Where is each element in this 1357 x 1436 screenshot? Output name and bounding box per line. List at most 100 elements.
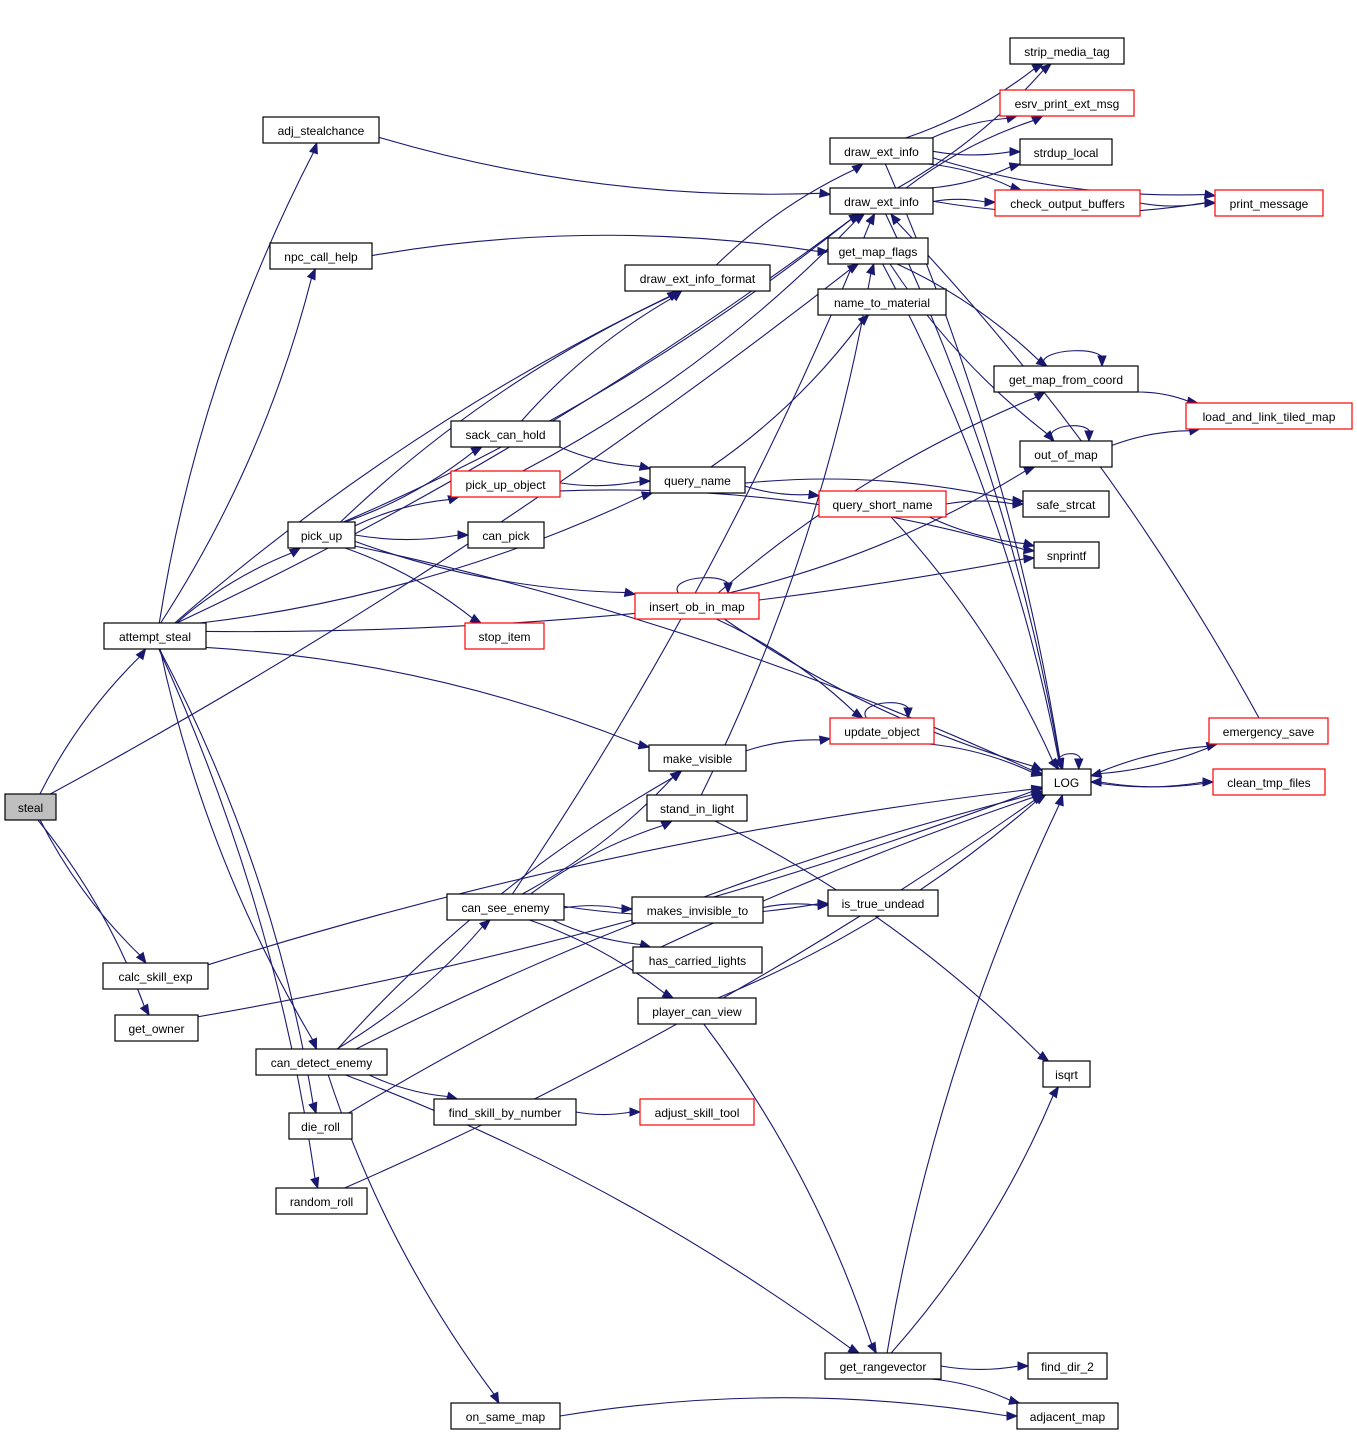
node-get-owner[interactable]: get_owner [114,1014,199,1042]
node-attempt-steal[interactable]: attempt_steal [103,622,207,650]
node-adj-stealchance[interactable]: adj_stealchance [262,116,380,144]
node-box[interactable] [275,1187,368,1215]
node-box[interactable] [639,1098,755,1126]
node-box[interactable] [818,490,947,518]
node-draw-ext-info-a[interactable]: draw_ext_info [829,137,934,165]
node-box[interactable] [649,466,746,494]
node-box[interactable] [255,1048,388,1076]
node-box[interactable] [450,470,561,498]
node-box[interactable] [4,793,57,821]
node-box[interactable] [288,1112,353,1140]
node-box[interactable] [1027,1352,1108,1380]
node-make-visible[interactable]: make_visible [648,744,747,772]
node-box[interactable] [827,237,929,265]
node-box[interactable] [103,622,207,650]
node-can-see-enemy[interactable]: can_see_enemy [446,893,565,921]
node-stop-item[interactable]: stop_item [464,622,545,650]
node-box[interactable] [637,997,757,1025]
node-calc-skill-exp[interactable]: calc_skill_exp [102,962,209,990]
node-box[interactable] [1208,717,1329,745]
node-box[interactable] [993,365,1139,393]
node-box[interactable] [632,946,763,974]
node-box[interactable] [634,592,760,620]
node-has-carried-lights[interactable]: has_carried_lights [632,946,763,974]
node-get-rangevector[interactable]: get_rangevector [824,1352,942,1380]
node-box[interactable] [114,1014,199,1042]
node-check-output-buffers[interactable]: check_output_buffers [994,189,1141,217]
node-box[interactable] [1212,768,1326,796]
node-query-name[interactable]: query_name [649,466,746,494]
node-can-pick[interactable]: can_pick [467,521,545,549]
node-print-message[interactable]: print_message [1214,189,1324,217]
node-box[interactable] [631,896,764,924]
node-box[interactable] [1019,138,1113,166]
node-get-map-from-coord[interactable]: get_map_from_coord [993,365,1139,393]
node-box[interactable] [624,264,771,292]
node-box[interactable] [446,893,565,921]
node-box[interactable] [1016,1402,1119,1430]
node-box[interactable] [1033,541,1100,569]
node-adjust-skill-tool[interactable]: adjust_skill_tool [639,1098,755,1126]
node-box[interactable] [824,1352,942,1380]
node-adjacent-map[interactable]: adjacent_map [1016,1402,1119,1430]
node-is-true-undead[interactable]: is_true_undead [827,889,939,917]
node-random-roll[interactable]: random_roll [275,1187,368,1215]
node-box[interactable] [1009,37,1125,65]
node-box[interactable] [829,187,934,215]
node-box[interactable] [269,242,373,270]
node-can-detect-enemy[interactable]: can_detect_enemy [255,1048,388,1076]
node-stand-in-light[interactable]: stand_in_light [646,794,748,822]
node-box[interactable] [1019,440,1113,468]
node-box[interactable] [450,1402,561,1430]
node-LOG[interactable]: LOG [1041,768,1092,796]
node-box[interactable] [1214,189,1324,217]
node-on-same-map[interactable]: on_same_map [450,1402,561,1430]
node-out-of-map[interactable]: out_of_map [1019,440,1113,468]
node-find-skill-by-number[interactable]: find_skill_by_number [433,1098,577,1126]
node-load-and-link-tiled-map[interactable]: load_and_link_tiled_map [1185,402,1353,430]
node-box[interactable] [433,1098,577,1126]
node-makes-invisible-to[interactable]: makes_invisible_to [631,896,764,924]
node-draw-ext-info-format[interactable]: draw_ext_info_format [624,264,771,292]
node-box[interactable] [1185,402,1353,430]
node-strip-media-tag[interactable]: strip_media_tag [1009,37,1125,65]
node-clean-tmp-files[interactable]: clean_tmp_files [1212,768,1326,796]
node-find-dir-2[interactable]: find_dir_2 [1027,1352,1108,1380]
node-box[interactable] [646,794,748,822]
node-sack-can-hold[interactable]: sack_can_hold [450,420,561,448]
node-esrv-print-ext-msg[interactable]: esrv_print_ext_msg [999,89,1135,117]
node-box[interactable] [1022,490,1110,518]
node-query-short-name[interactable]: query_short_name [818,490,947,518]
node-die-roll[interactable]: die_roll [288,1112,353,1140]
node-box[interactable] [994,189,1141,217]
node-npc-call-help[interactable]: npc_call_help [269,242,373,270]
node-emergency-save[interactable]: emergency_save [1208,717,1329,745]
node-box[interactable] [450,420,561,448]
node-pick-up[interactable]: pick_up [287,521,356,549]
node-draw-ext-info-b[interactable]: draw_ext_info [829,187,934,215]
node-box[interactable] [999,89,1135,117]
node-steal[interactable]: steal [4,793,57,821]
node-player-can-view[interactable]: player_can_view [637,997,757,1025]
node-box[interactable] [287,521,356,549]
node-box[interactable] [1041,768,1092,796]
node-box[interactable] [829,717,935,745]
node-name-to-material[interactable]: name_to_material [817,288,947,316]
node-box[interactable] [1042,1060,1091,1088]
node-box[interactable] [102,962,209,990]
node-box[interactable] [817,288,947,316]
node-isqrt[interactable]: isqrt [1042,1060,1091,1088]
node-strdup-local[interactable]: strdup_local [1019,138,1113,166]
node-box[interactable] [467,521,545,549]
node-pick-up-object[interactable]: pick_up_object [450,470,561,498]
node-update-object[interactable]: update_object [829,717,935,745]
node-get-map-flags[interactable]: get_map_flags [827,237,929,265]
node-box[interactable] [829,137,934,165]
node-box[interactable] [827,889,939,917]
node-box[interactable] [648,744,747,772]
node-box[interactable] [464,622,545,650]
node-insert-ob-in-map[interactable]: insert_ob_in_map [634,592,760,620]
node-snprintf[interactable]: snprintf [1033,541,1100,569]
node-safe-strcat[interactable]: safe_strcat [1022,490,1110,518]
node-box[interactable] [262,116,380,144]
